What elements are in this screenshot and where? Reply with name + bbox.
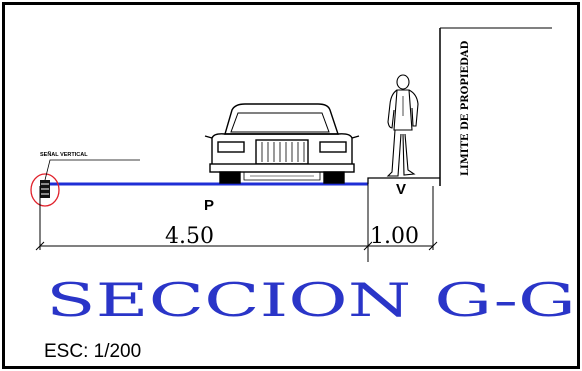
section-scale: ESC: 1/200 bbox=[44, 341, 141, 362]
section-title: SECCION G-G bbox=[46, 273, 576, 327]
sign-marker-icon bbox=[30, 159, 140, 207]
dimension-line bbox=[35, 186, 438, 251]
property-limit: LIMITE DE PROPIEDAD bbox=[439, 27, 552, 186]
dimension-v-value: 1.00 bbox=[370, 224, 419, 249]
car-front-icon bbox=[204, 103, 360, 184]
dimension-p-value: 4.50 bbox=[165, 224, 214, 249]
property-limit-label: LIMITE DE PROPIEDAD bbox=[460, 40, 471, 176]
person-standing-icon bbox=[386, 74, 419, 177]
segment-code-v: V bbox=[396, 181, 406, 198]
signage-label: SEÑAL VERTICAL bbox=[40, 151, 88, 158]
segment-code-p: P bbox=[204, 197, 214, 214]
